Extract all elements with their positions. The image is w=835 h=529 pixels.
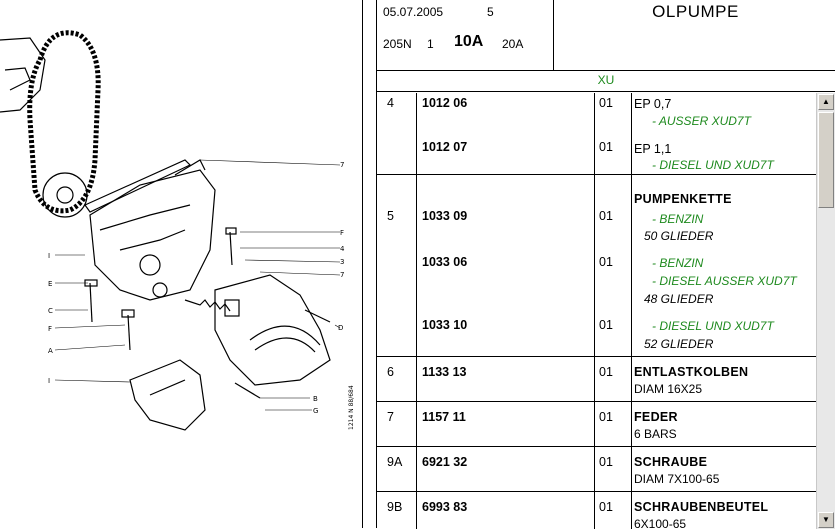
- part-reference: 6921 32: [422, 455, 468, 469]
- part-description: EP 1,1: [634, 142, 672, 156]
- part-reference: 1033 10: [422, 318, 468, 332]
- callout-A: A: [48, 347, 53, 355]
- callout-D: D: [338, 324, 343, 332]
- part-description: EP 0,7: [634, 97, 672, 111]
- callout-B: B: [313, 395, 318, 403]
- panel-divider: [362, 0, 376, 528]
- quantity: 01: [599, 255, 613, 269]
- exploded-parts-drawing: 7 F 4 3 7 D I E C F A I B G 1214 N 88/68…: [0, 0, 362, 528]
- part-detail: 6X100-65: [634, 517, 687, 529]
- variant-note: - BENZIN: [652, 256, 704, 270]
- variant-note: - DIESEL UND XUD7T: [652, 158, 774, 172]
- quantity: 01: [599, 318, 613, 332]
- table-row[interactable]: 9A 6921 32 01 SCHRAUBE DIAM 7X100-65: [377, 447, 817, 492]
- table-row[interactable]: 9B 6993 83 01 SCHRAUBENBEUTEL 6X100-65: [377, 492, 817, 529]
- part-name: ENTLASTKOLBEN: [634, 365, 749, 379]
- scroll-down-icon[interactable]: ▼: [818, 512, 834, 528]
- position-number: 4: [387, 96, 394, 110]
- variant-note: - BENZIN: [652, 212, 704, 226]
- part-reference: 1157 11: [422, 410, 466, 424]
- catalog-header: 05.07.2005 5 205N 1 10A 20A OLPUMPE: [376, 0, 835, 70]
- part-reference: 1133 13: [422, 365, 467, 379]
- link-count: 52 GLIEDER: [644, 337, 714, 351]
- callout-7b: 7: [340, 271, 344, 279]
- scroll-up-icon[interactable]: ▲: [818, 94, 834, 110]
- position-number: 9B: [387, 500, 403, 514]
- table-row[interactable]: 4 1012 06 1012 07 01 01 EP 0,7 - AUSSER …: [377, 93, 817, 175]
- part-detail: DIAM 7X100-65: [634, 472, 720, 486]
- callout-7: 7: [340, 161, 344, 169]
- part-name: PUMPENKETTE: [634, 192, 732, 206]
- link-count: 48 GLIEDER: [644, 292, 714, 306]
- quantity: 01: [599, 455, 613, 469]
- callout-G: G: [313, 407, 318, 415]
- part-name: SCHRAUBENBEUTEL: [634, 500, 769, 514]
- sheet-reference: 1214 N 88/684: [348, 385, 355, 430]
- quantity: 01: [599, 140, 613, 154]
- quantity: 01: [599, 365, 613, 379]
- engine-filter-bar[interactable]: XU: [377, 71, 835, 92]
- header-page: 5: [487, 5, 494, 19]
- page-title: OLPUMPE: [652, 2, 739, 21]
- header-model: 205N: [383, 37, 412, 51]
- callout-3: 3: [340, 258, 344, 266]
- part-reference: 6993 83: [422, 500, 468, 514]
- header-date: 05.07.2005: [383, 5, 444, 19]
- callout-I: I: [48, 252, 50, 260]
- position-number: 7: [387, 410, 394, 424]
- variant-note: - DIESEL AUSSER XUD7T: [652, 274, 797, 288]
- part-reference: 1033 09: [422, 209, 468, 223]
- part-name: FEDER: [634, 410, 678, 424]
- callout-E: E: [48, 280, 52, 288]
- callout-F: F: [340, 229, 344, 237]
- callout-F2: F: [48, 325, 52, 333]
- part-name: SCHRAUBE: [634, 455, 708, 469]
- scroll-thumb[interactable]: [818, 112, 834, 208]
- vertical-scrollbar[interactable]: ▲ ▼: [816, 93, 835, 529]
- part-detail: DIAM 16X25: [634, 382, 703, 396]
- variant-note: - DIESEL UND XUD7T: [652, 319, 774, 333]
- variant-note: - AUSSER XUD7T: [652, 114, 751, 128]
- part-reference: 1012 07: [422, 140, 468, 154]
- parts-list: 4 1012 06 1012 07 01 01 EP 0,7 - AUSSER …: [377, 93, 817, 529]
- header-group: 1: [427, 37, 434, 51]
- callout-4: 4: [340, 245, 345, 253]
- part-reference: 1012 06: [422, 96, 468, 110]
- callout-C: C: [48, 307, 53, 315]
- position-number: 5: [387, 209, 394, 223]
- callout-I2: I: [48, 377, 50, 385]
- quantity: 01: [599, 209, 613, 223]
- quantity: 01: [599, 500, 613, 514]
- header-subsection: 20A: [502, 37, 524, 51]
- table-row[interactable]: 5 1033 09 1033 06 1033 10 01 01 01 PUMPE…: [377, 175, 817, 357]
- link-count: 50 GLIEDER: [644, 229, 714, 243]
- quantity: 01: [599, 410, 613, 424]
- header-info: 05.07.2005 5 205N 1 10A 20A: [377, 0, 554, 70]
- quantity: 01: [599, 96, 613, 110]
- part-detail: 6 BARS: [634, 427, 677, 441]
- position-number: 6: [387, 365, 394, 379]
- table-row[interactable]: 6 1133 13 01 ENTLASTKOLBEN DIAM 16X25: [377, 357, 817, 402]
- position-number: 9A: [387, 455, 403, 469]
- header-section: 10A: [454, 33, 484, 50]
- table-row[interactable]: 7 1157 11 01 FEDER 6 BARS: [377, 402, 817, 447]
- oil-pump-diagram: 7 F 4 3 7 D I E C F A I B G 1214 N 88/68…: [0, 30, 355, 431]
- part-reference: 1033 06: [422, 255, 468, 269]
- parts-panel: XU 4 1012 06 1012 07 01 01 EP 0,7 - AUSS…: [376, 70, 835, 529]
